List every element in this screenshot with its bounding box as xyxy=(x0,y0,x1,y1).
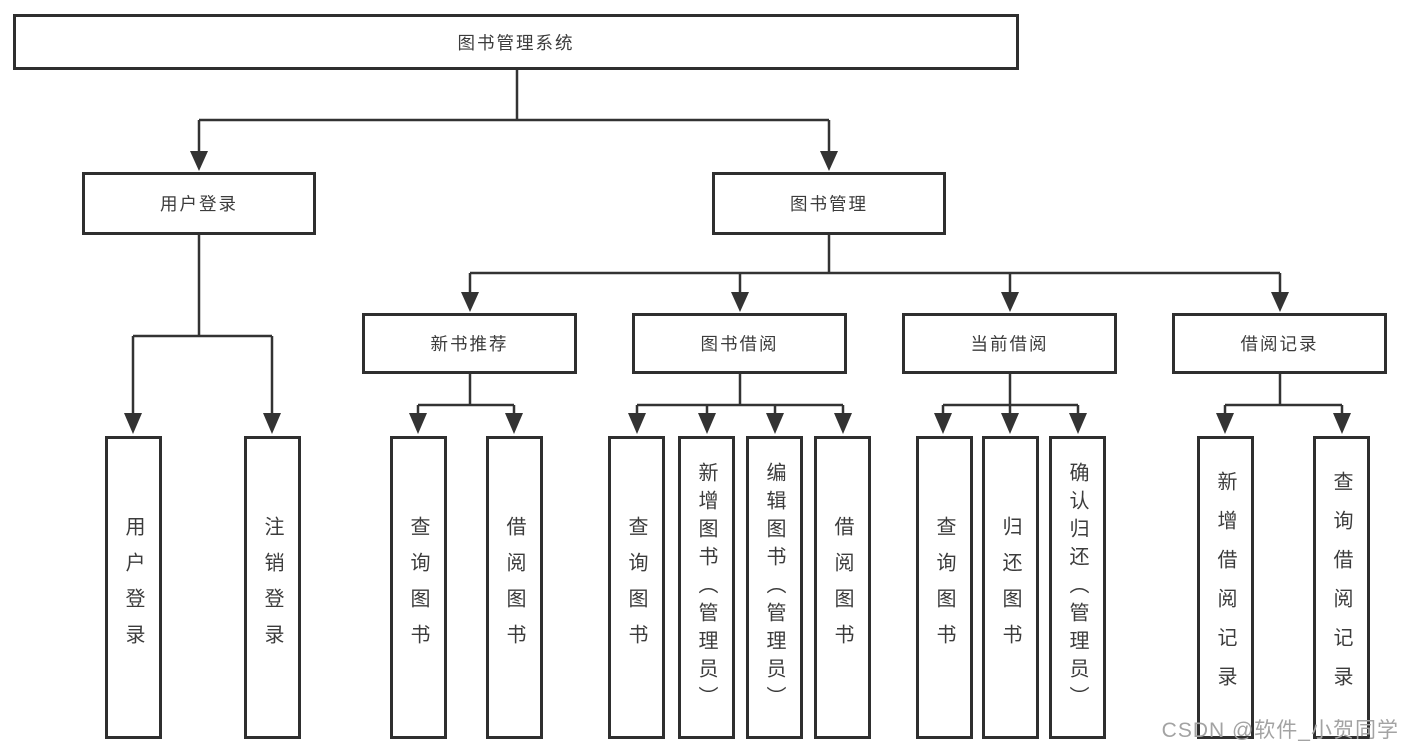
leaf-user-login-label: 用户登录 xyxy=(122,515,144,660)
leaf-add-book-admin: 新增图书（管理员） xyxy=(678,436,735,739)
arrowhead-icon xyxy=(934,413,952,434)
arrowhead-icon xyxy=(124,413,142,434)
leaf-confirm-return-admin: 确认归还（管理员） xyxy=(1049,436,1106,739)
node-borrowing-records-label: 借阅记录 xyxy=(1240,334,1319,354)
arrowhead-icon xyxy=(1001,413,1019,434)
arrowhead-icon xyxy=(461,292,479,312)
node-current-borrowing-label: 当前借阅 xyxy=(970,334,1049,354)
arrowhead-icon xyxy=(263,413,281,434)
node-user-login: 用户登录 xyxy=(82,172,316,235)
leaf-add-book-admin-label: 新增图书（管理员） xyxy=(695,461,717,714)
edge-user-login-to-leaves xyxy=(124,235,281,434)
arrowhead-icon xyxy=(820,151,838,171)
arrowhead-icon xyxy=(731,292,749,312)
node-new-book-recommendation-label: 新书推荐 xyxy=(430,334,509,354)
leaf-borrow-books-recommend: 借阅图书 xyxy=(486,436,543,739)
leaf-logout-label: 注销登录 xyxy=(261,515,283,660)
leaf-query-borrow-record-label: 查询借阅记录 xyxy=(1330,470,1352,705)
leaf-query-books-recommend: 查询图书 xyxy=(390,436,447,739)
node-borrowing-records: 借阅记录 xyxy=(1172,313,1387,374)
arrowhead-icon xyxy=(1271,292,1289,312)
node-root: 图书管理系统 xyxy=(13,14,1019,70)
node-root-label: 图书管理系统 xyxy=(457,32,575,53)
leaf-query-books-current: 查询图书 xyxy=(916,436,973,739)
edge-current-borrowing-to-leaves xyxy=(934,374,1087,434)
arrowhead-icon xyxy=(1069,413,1087,434)
leaf-edit-book-admin: 编辑图书（管理员） xyxy=(746,436,803,739)
arrowhead-icon xyxy=(698,413,716,434)
leaf-query-books-borrowing: 查询图书 xyxy=(608,436,665,739)
leaf-user-login: 用户登录 xyxy=(105,436,162,739)
arrowhead-icon xyxy=(1216,413,1234,434)
arrowhead-icon xyxy=(409,413,427,434)
node-current-borrowing: 当前借阅 xyxy=(902,313,1117,374)
arrowhead-icon xyxy=(1333,413,1351,434)
leaf-add-borrow-record-label: 新增借阅记录 xyxy=(1214,470,1236,705)
node-new-book-recommendation: 新书推荐 xyxy=(362,313,577,374)
leaf-borrow-books-borrowing-label: 借阅图书 xyxy=(831,515,853,660)
node-book-borrowing-label: 图书借阅 xyxy=(700,334,779,354)
leaf-query-books-borrowing-label: 查询图书 xyxy=(625,515,647,660)
leaf-logout: 注销登录 xyxy=(244,436,301,739)
leaf-query-books-recommend-label: 查询图书 xyxy=(407,515,429,660)
node-book-borrowing: 图书借阅 xyxy=(632,313,847,374)
arrowhead-icon xyxy=(505,413,523,434)
arrowhead-icon xyxy=(1001,292,1019,312)
arrowhead-icon xyxy=(190,151,208,171)
edge-root-to-level2 xyxy=(190,70,838,171)
leaf-borrow-books-recommend-label: 借阅图书 xyxy=(503,515,525,660)
arrowhead-icon xyxy=(628,413,646,434)
leaf-confirm-return-admin-label: 确认归还（管理员） xyxy=(1066,461,1088,714)
arrowhead-icon xyxy=(834,413,852,434)
edge-book-management-to-level3 xyxy=(461,235,1289,312)
edge-new-book-recommendation-to-leaves xyxy=(409,374,523,434)
watermark: CSDN @软件_小贺同学 xyxy=(1161,719,1399,742)
leaf-borrow-books-borrowing: 借阅图书 xyxy=(814,436,871,739)
node-book-management-label: 图书管理 xyxy=(790,194,868,214)
leaf-add-borrow-record: 新增借阅记录 xyxy=(1197,436,1254,739)
leaf-query-books-current-label: 查询图书 xyxy=(933,515,955,660)
edge-borrowing-records-to-leaves xyxy=(1216,374,1351,434)
node-user-login-label: 用户登录 xyxy=(160,194,238,214)
edge-book-borrowing-to-leaves xyxy=(628,374,852,434)
leaf-edit-book-admin-label: 编辑图书（管理员） xyxy=(763,461,785,714)
arrowhead-icon xyxy=(766,413,784,434)
node-book-management: 图书管理 xyxy=(712,172,946,235)
leaf-return-books-label: 归还图书 xyxy=(999,515,1021,660)
leaf-query-borrow-record: 查询借阅记录 xyxy=(1313,436,1370,739)
leaf-return-books: 归还图书 xyxy=(982,436,1039,739)
